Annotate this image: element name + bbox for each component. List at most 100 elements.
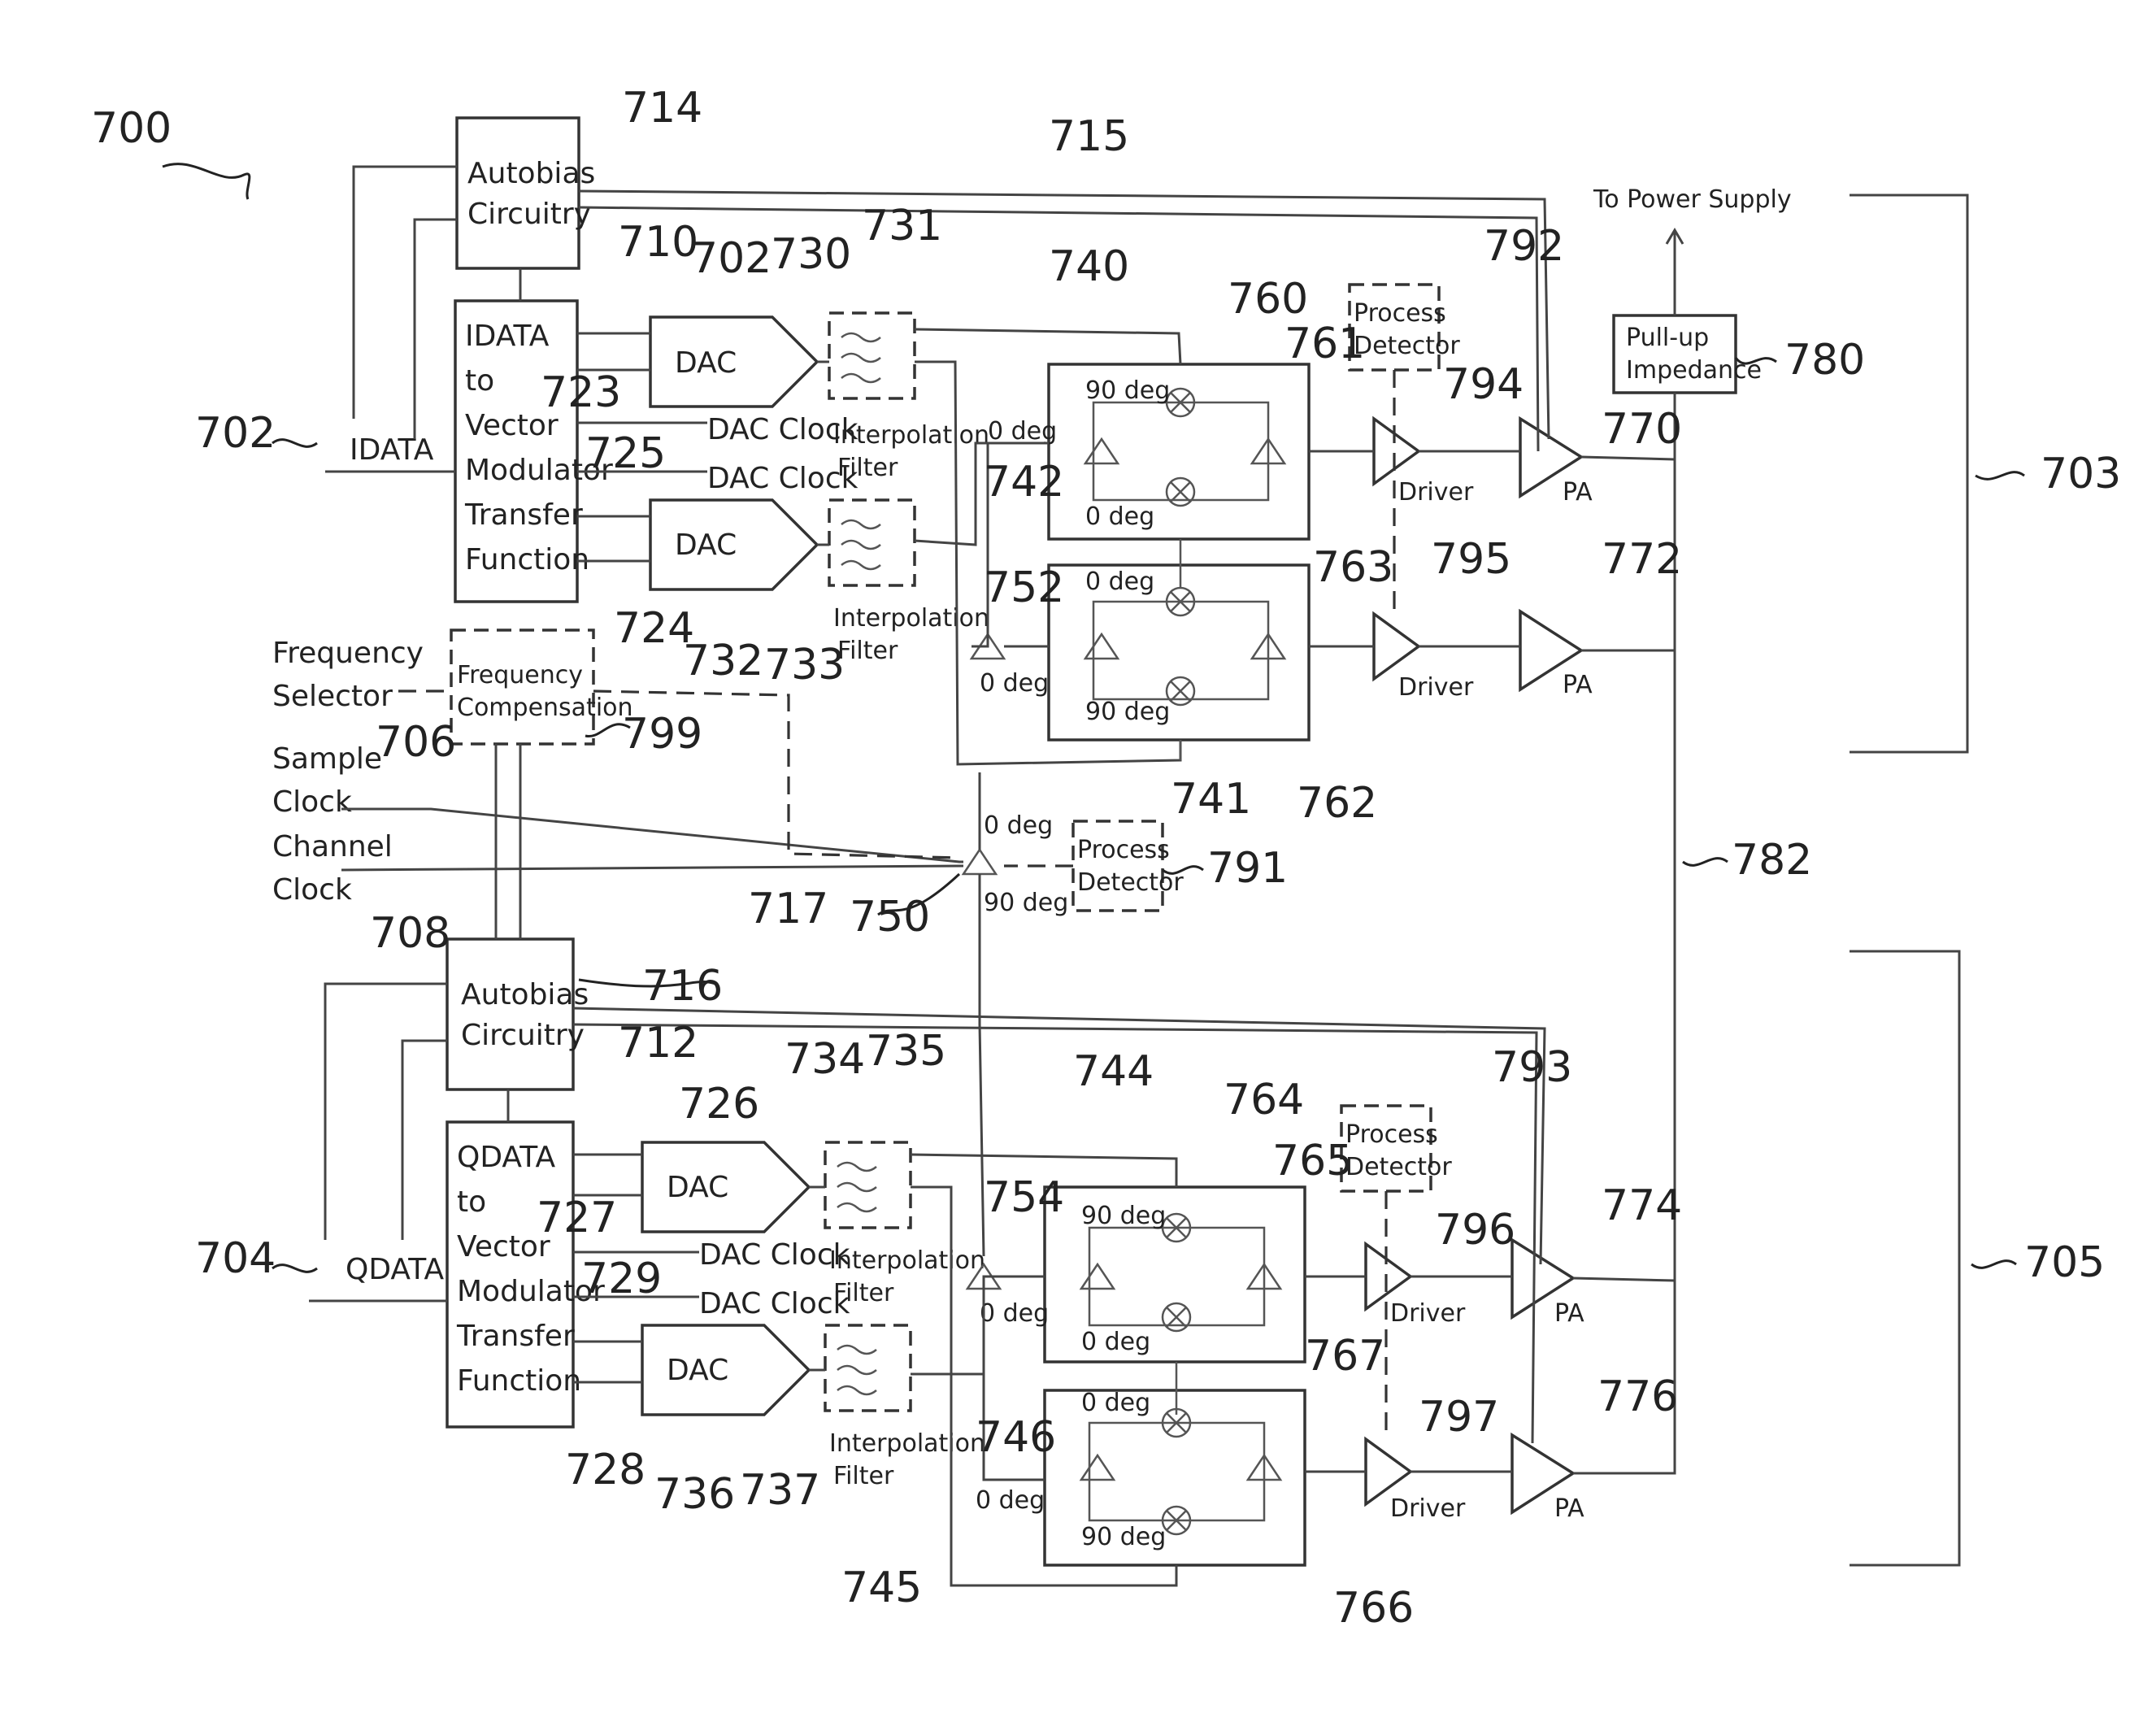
channel-clock-label-1: Channel <box>272 830 393 863</box>
svg-text:745: 745 <box>841 1564 922 1612</box>
svg-text:Transfer: Transfer <box>456 1320 575 1353</box>
svg-text:Function: Function <box>457 1364 581 1398</box>
svg-text:766: 766 <box>1333 1584 1414 1633</box>
channel-clock-label-2: Clock <box>272 873 352 907</box>
svg-text:741: 741 <box>1171 775 1251 824</box>
svg-text:733: 733 <box>764 641 845 689</box>
svg-text:717: 717 <box>748 885 828 933</box>
svg-text:IDATA: IDATA <box>465 320 550 353</box>
pd-793-label-2: Detector <box>1345 1153 1452 1181</box>
svg-text:791: 791 <box>1207 844 1288 893</box>
svg-text:to: to <box>465 364 494 398</box>
interpolation-filter-735 <box>825 1142 911 1228</box>
frequency-selector-label-2: Selector <box>272 680 393 713</box>
svg-text:770: 770 <box>1602 405 1682 454</box>
figure-leader <box>163 164 250 199</box>
pa-774-label: PA <box>1554 1299 1584 1328</box>
sample-clock-label-2: Clock <box>272 785 352 819</box>
vm-764-0deg: 0 deg <box>1081 1328 1150 1356</box>
svg-text:702: 702 <box>691 234 772 283</box>
svg-text:727: 727 <box>537 1194 617 1242</box>
driver-bottom-2-label: Driver <box>1390 1494 1466 1523</box>
autobias-bottom-label-2: Circuitry <box>461 1019 585 1052</box>
deg0-750: 0 deg <box>984 811 1053 840</box>
autobias-circuitry-bottom <box>447 939 573 1089</box>
svg-text:752: 752 <box>984 563 1064 612</box>
deg0-752: 0 deg <box>980 669 1049 698</box>
svg-text:702: 702 <box>195 409 276 458</box>
svg-text:703: 703 <box>2041 450 2121 498</box>
svg-text:750: 750 <box>850 893 930 942</box>
svg-text:735: 735 <box>866 1027 946 1076</box>
svg-text:796: 796 <box>1435 1206 1515 1255</box>
svg-text:761: 761 <box>1284 320 1365 368</box>
svg-text:799: 799 <box>622 710 702 759</box>
interpolation-filter-733 <box>829 500 915 585</box>
dac-clock-725: DAC Clock <box>707 462 858 495</box>
svg-text:767: 767 <box>1305 1332 1385 1381</box>
process-detector-791 <box>1073 821 1163 911</box>
svg-text:794: 794 <box>1443 360 1524 409</box>
svg-text:736: 736 <box>654 1470 735 1519</box>
vm-764-90deg: 90 deg <box>1081 1202 1166 1230</box>
svg-text:715: 715 <box>1049 112 1129 161</box>
svg-text:714: 714 <box>622 84 702 133</box>
svg-text:710: 710 <box>618 218 698 267</box>
svg-text:723: 723 <box>541 368 621 417</box>
svg-text:744: 744 <box>1073 1047 1154 1096</box>
svg-text:731: 731 <box>862 202 942 250</box>
interp-filter-735-label-1: Interpolation <box>829 1246 985 1275</box>
idata-input-label: IDATA <box>350 433 434 467</box>
svg-text:734: 734 <box>785 1035 865 1084</box>
interpolation-filter-737 <box>825 1325 911 1411</box>
svg-text:746: 746 <box>976 1413 1056 1462</box>
svg-text:793: 793 <box>1492 1043 1572 1092</box>
dac-732-label: DAC <box>675 528 737 562</box>
svg-text:to: to <box>457 1185 486 1219</box>
interp-filter-737-label-1: Interpolation <box>829 1429 985 1458</box>
vm-762-0deg: 0 deg <box>1085 568 1154 596</box>
svg-text:780: 780 <box>1784 336 1865 385</box>
svg-text:760: 760 <box>1228 275 1308 324</box>
svg-text:728: 728 <box>565 1446 645 1494</box>
deg0-754: 0 deg <box>980 1299 1049 1328</box>
vm-760-90deg: 90 deg <box>1085 376 1170 405</box>
autobias-top-label-1: Autobias <box>467 157 595 190</box>
deg90-750: 90 deg <box>984 889 1068 917</box>
svg-text:795: 795 <box>1431 535 1511 584</box>
interp-filter-731-label-1: Interpolation <box>833 421 989 450</box>
svg-text:737: 737 <box>740 1466 820 1515</box>
pa-776-label: PA <box>1554 1494 1584 1523</box>
deg0-742: 0 deg <box>988 417 1057 446</box>
driver-bottom-1-label: Driver <box>1390 1299 1466 1328</box>
interp-filter-731-label-2: Filter <box>837 454 898 482</box>
dac-730-label: DAC <box>675 346 737 380</box>
svg-text:782: 782 <box>1732 836 1812 885</box>
svg-text:765: 765 <box>1272 1137 1353 1185</box>
bracket-703 <box>1850 195 1967 752</box>
phase-splitter-750-icon <box>963 850 996 874</box>
dac-clock-727: DAC Clock <box>699 1238 850 1272</box>
deg0-746: 0 deg <box>976 1486 1045 1515</box>
vm-760-0deg: 0 deg <box>1085 502 1154 531</box>
pd-792-label-2: Detector <box>1354 332 1460 360</box>
interp-filter-733-label-2: Filter <box>837 637 898 665</box>
autobias-bottom-label-1: Autobias <box>461 978 589 1011</box>
svg-text:730: 730 <box>771 230 851 279</box>
vm-762-90deg: 90 deg <box>1085 698 1170 726</box>
pa-772-label: PA <box>1563 671 1593 699</box>
sample-clock-label-1: Sample <box>272 742 382 776</box>
svg-text:740: 740 <box>1049 242 1129 291</box>
interpolation-filter-731 <box>829 313 915 398</box>
svg-text:Function: Function <box>465 543 589 576</box>
svg-text:764: 764 <box>1224 1076 1304 1124</box>
svg-text:774: 774 <box>1602 1181 1682 1230</box>
svg-text:726: 726 <box>679 1080 759 1129</box>
interp-filter-733-label-1: Interpolation <box>833 604 989 633</box>
svg-text:763: 763 <box>1313 543 1393 592</box>
power-supply-arrow <box>1667 230 1683 315</box>
qdata-input-label: QDATA <box>346 1253 444 1286</box>
svg-text:732: 732 <box>683 637 763 685</box>
svg-text:762: 762 <box>1297 779 1377 828</box>
interp-filter-737-label-2: Filter <box>833 1462 894 1490</box>
